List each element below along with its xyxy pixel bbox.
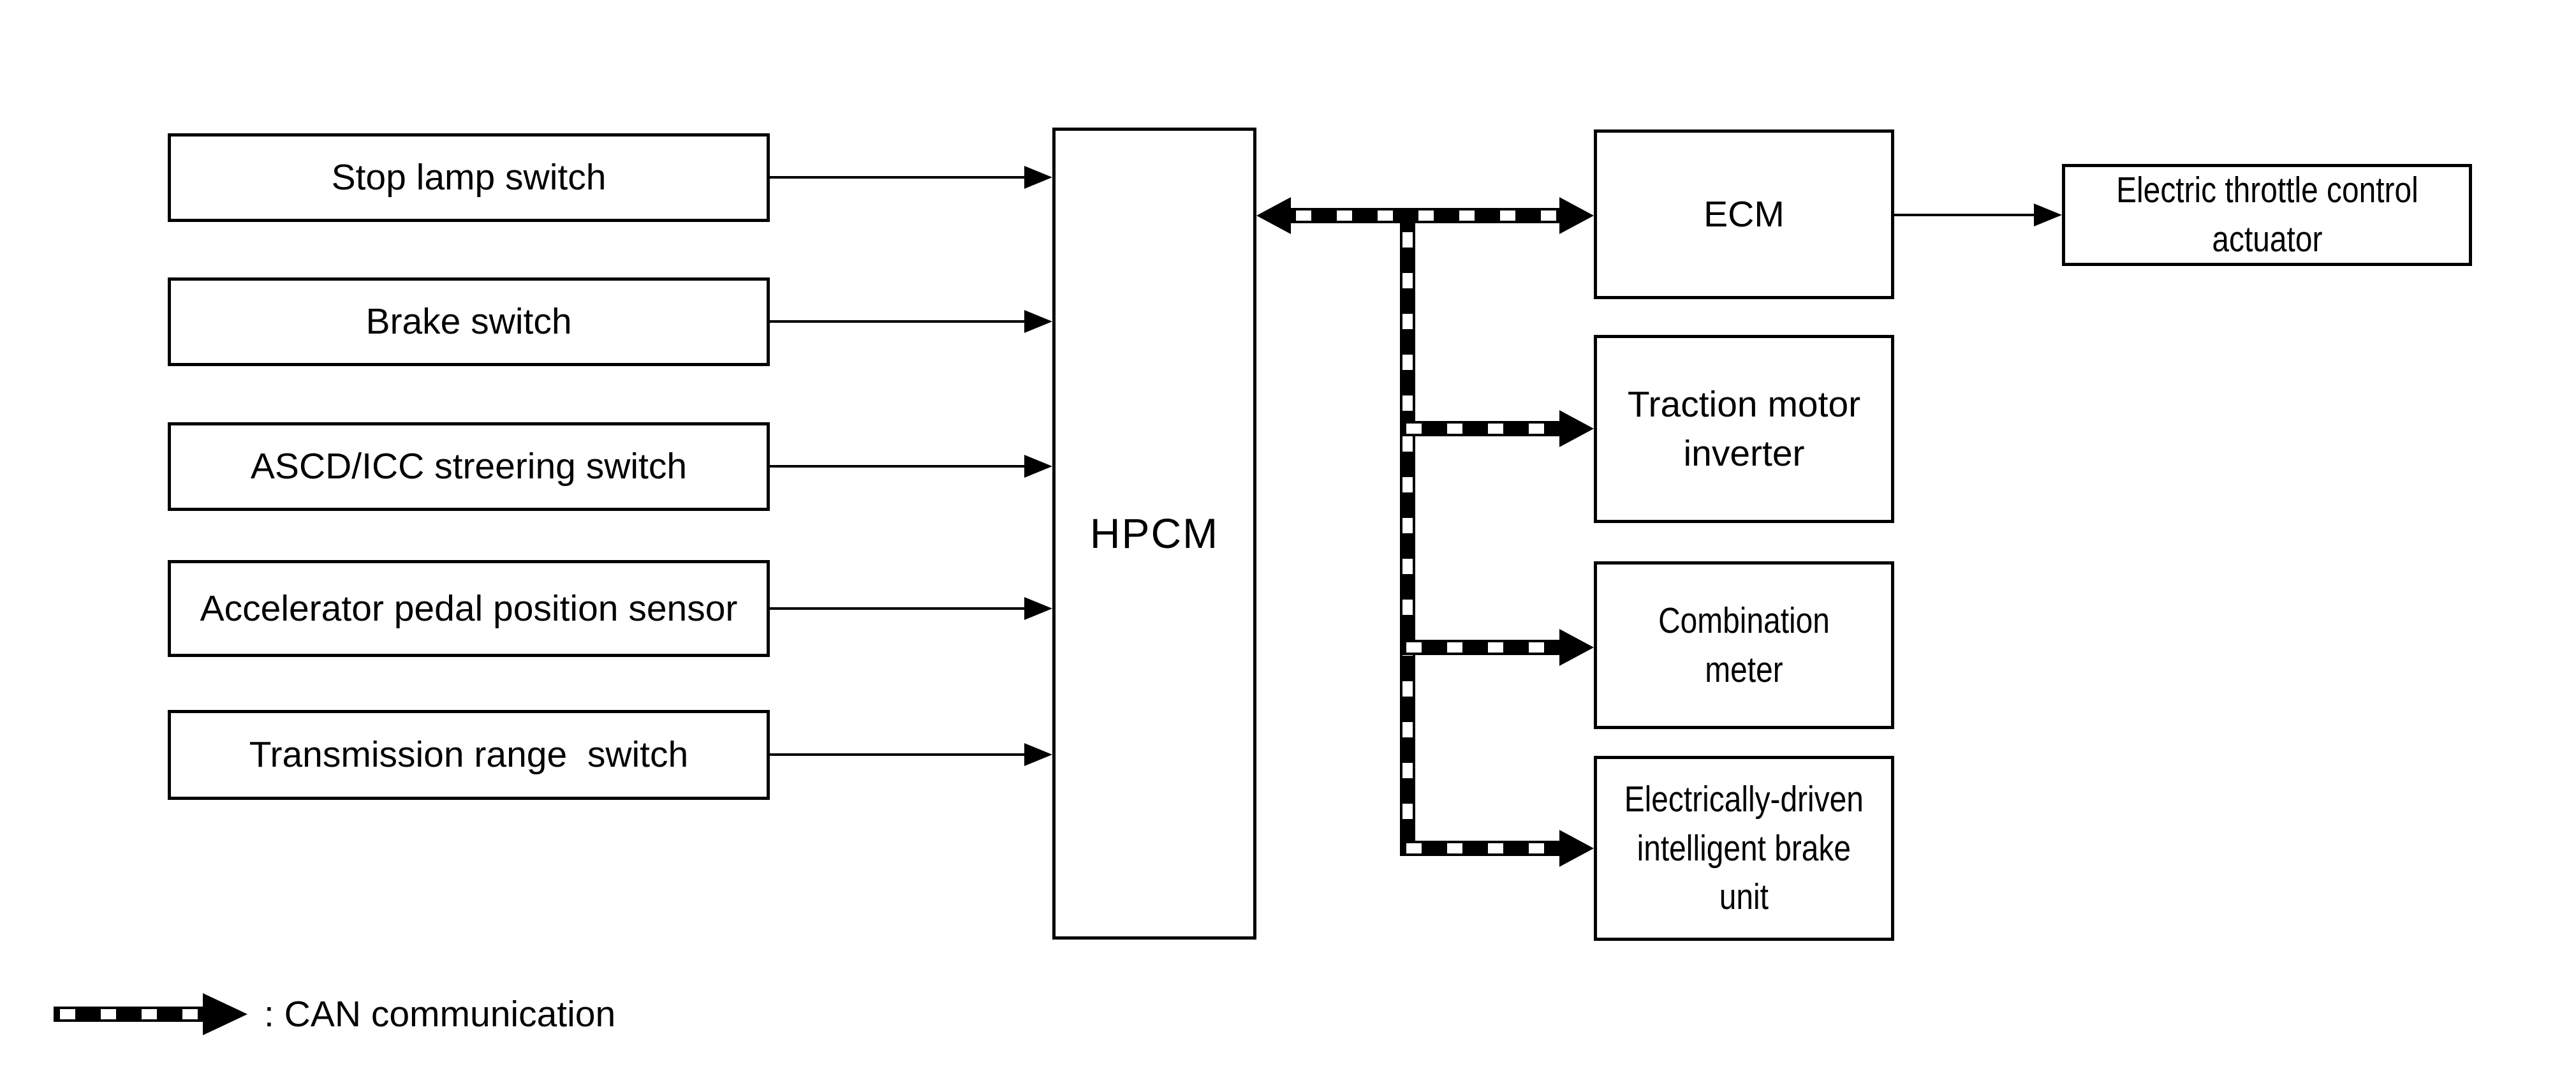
can-arrowhead-icon xyxy=(1559,830,1594,867)
arrow-line xyxy=(1894,214,2036,216)
can-arrowhead-left-icon xyxy=(1256,197,1291,234)
legend-label: : CAN communication xyxy=(264,994,616,1035)
can-arrowhead-icon xyxy=(1559,629,1594,666)
node-label-electric-throttle-control-actuator: Electric throttle control actuator xyxy=(2116,170,2418,260)
arrow-line xyxy=(770,176,1027,179)
node-label-electric-brake-unit: Electrically-driven intelligent brake un… xyxy=(1624,778,1864,918)
node-label-transmission-range-switch: Transmission range switch xyxy=(249,734,689,776)
arrowhead-icon xyxy=(1024,310,1052,333)
legend-can-arrowhead-icon xyxy=(203,993,247,1035)
node-combination-meter: Combination meter xyxy=(1594,561,1894,729)
arrow-line xyxy=(770,320,1027,323)
node-label-combination-meter: Combination meter xyxy=(1658,600,1839,690)
node-transmission-range-switch: Transmission range switch xyxy=(168,710,770,800)
arrowhead-icon xyxy=(1024,166,1052,189)
arrow-line xyxy=(770,465,1027,468)
can-line xyxy=(1400,841,1559,856)
arrowhead-icon xyxy=(1024,743,1052,766)
can-line xyxy=(1290,208,1561,223)
node-hpcm: HPCM xyxy=(1052,128,1256,940)
arrow-line xyxy=(770,607,1027,610)
node-label-accelerator-pedal-position-sensor: Accelerator pedal position sensor xyxy=(200,587,738,629)
arrow-line xyxy=(770,753,1027,756)
can-arrowhead-icon xyxy=(1559,410,1594,447)
node-label-stop-lamp-switch: Stop lamp switch xyxy=(331,157,607,198)
node-electric-throttle-control-actuator: Electric throttle control actuator xyxy=(2062,164,2472,266)
node-traction-motor-inverter: Traction motor inverter xyxy=(1594,335,1894,523)
arrowhead-icon xyxy=(2034,203,2062,226)
can-arrowhead-right-icon xyxy=(1559,197,1594,234)
node-ecm: ECM xyxy=(1594,129,1894,299)
node-ascd-icc-steering-switch: ASCD/ICC streering switch xyxy=(168,422,770,511)
arrowhead-icon xyxy=(1024,455,1052,478)
can-line xyxy=(1400,421,1559,436)
node-accelerator-pedal-position-sensor: Accelerator pedal position sensor xyxy=(168,560,770,657)
node-stop-lamp-switch: Stop lamp switch xyxy=(168,133,770,222)
legend-can-line-icon xyxy=(54,1007,204,1022)
node-label-hpcm: HPCM xyxy=(1089,509,1219,557)
node-brake-switch: Brake switch xyxy=(168,277,770,366)
node-label-traction-motor-inverter: Traction motor inverter xyxy=(1627,383,1861,474)
can-line xyxy=(1400,640,1559,655)
node-label-ascd-icc-steering-switch: ASCD/ICC streering switch xyxy=(250,446,688,487)
node-label-brake-switch: Brake switch xyxy=(365,301,572,343)
can-bus-vertical-trunk xyxy=(1400,223,1415,856)
node-label-ecm: ECM xyxy=(1704,193,1785,235)
node-electric-brake-unit: Electrically-driven intelligent brake un… xyxy=(1594,756,1894,941)
arrowhead-icon xyxy=(1024,597,1052,620)
